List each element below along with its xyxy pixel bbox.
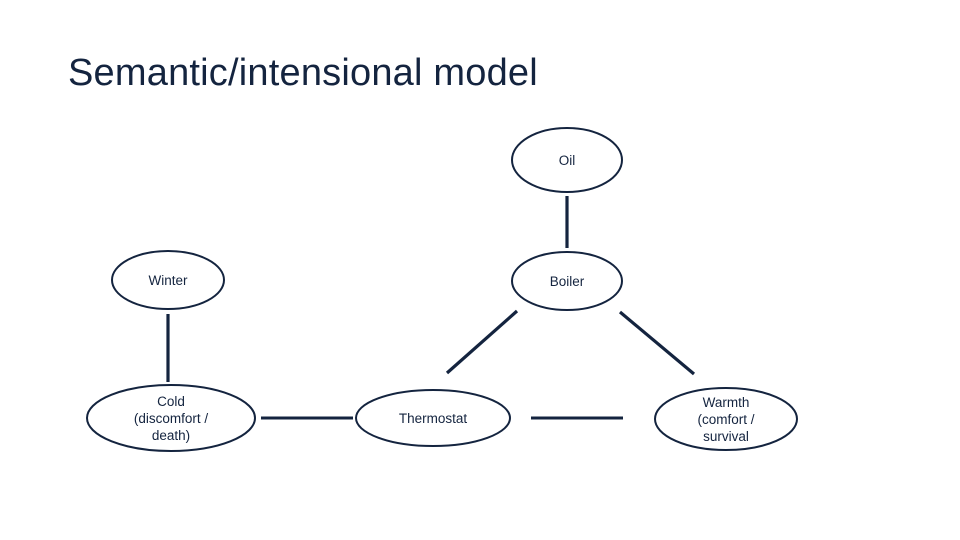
edge-boiler-warmth [618, 310, 696, 376]
page-title: Semantic/intensional model [68, 52, 538, 94]
node-cold[interactable] [86, 384, 256, 452]
node-layer [86, 127, 798, 452]
node-boiler[interactable] [511, 251, 623, 311]
edge-boiler-thermostat [445, 309, 519, 375]
node-warmth[interactable] [654, 387, 798, 451]
edge-layer [166, 196, 696, 420]
node-thermostat[interactable] [355, 389, 511, 447]
node-oil[interactable] [511, 127, 623, 193]
node-winter[interactable] [111, 250, 225, 310]
